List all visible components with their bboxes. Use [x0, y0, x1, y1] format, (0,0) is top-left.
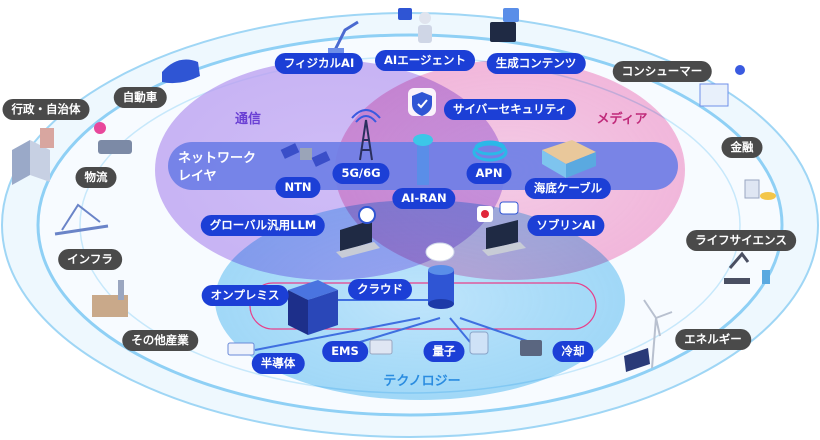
laptop-sovereign-icon — [477, 201, 526, 256]
technology-band — [249, 282, 597, 330]
shopping-icon — [699, 65, 745, 107]
cloud-database-icon — [425, 242, 455, 309]
label-semiconductor: 半導体 — [251, 353, 305, 374]
robot-arm-icon — [328, 20, 359, 54]
label-government: 行政・自治体 — [2, 99, 90, 120]
laptop-llm-icon — [336, 206, 380, 258]
satellite-icon — [280, 143, 331, 167]
label-quantum: 量子 — [423, 341, 465, 362]
label-automotive: 自動車 — [113, 87, 167, 108]
government-building-icon — [12, 128, 54, 185]
label-cloud: クラウド — [348, 279, 412, 300]
bridge-icon — [54, 203, 109, 236]
car-icon — [162, 59, 200, 84]
label-other-industries: その他産業 — [122, 330, 198, 351]
coins-icon — [744, 179, 776, 200]
label-5g6g: 5G/6G — [332, 163, 390, 184]
solar-panel-icon — [624, 348, 650, 372]
ai-ran-tower-icon — [413, 134, 433, 185]
antenna-tower-icon — [351, 109, 381, 161]
label-logistics: 物流 — [75, 167, 117, 188]
label-on-premise: オンプレミス — [201, 285, 289, 306]
label-life-science: ライフサイエンス — [686, 230, 796, 251]
region-technology-label: テクノロジー — [383, 374, 461, 389]
region-communication-label: 通信 — [234, 112, 262, 127]
label-infrastructure: インフラ — [58, 249, 122, 270]
label-cybersecurity: サイバーセキュリティ — [443, 99, 577, 120]
shield-icon — [408, 88, 436, 116]
label-ntn: NTN — [275, 177, 321, 198]
label-finance: 金融 — [721, 137, 763, 158]
label-consumer: コンシューマー — [612, 61, 712, 82]
network-layer-line1: ネットワーク — [178, 151, 257, 166]
region-media-label: メディア — [596, 112, 648, 127]
network-layer-line2: レイヤ — [178, 169, 217, 184]
quantum-icon — [469, 331, 489, 355]
label-ems: EMS — [322, 341, 368, 362]
label-physical-ai: フィジカルAI — [274, 53, 364, 74]
label-submarine-cable: 海底ケーブル — [524, 178, 612, 199]
cooling-icon — [520, 340, 542, 356]
microscope-icon — [724, 251, 770, 284]
submarine-cable-icon — [542, 140, 596, 178]
semiconductor-icon — [227, 342, 255, 356]
humanoid-robot-icon — [398, 8, 432, 43]
content-monitor-icon — [490, 8, 519, 42]
wind-turbine-icon — [643, 299, 673, 369]
label-global-llm: グローバル汎用LLM — [200, 215, 326, 236]
label-ai-agent: AIエージェント — [375, 50, 475, 71]
label-energy: エネルギー — [675, 329, 751, 350]
delivery-truck-icon — [94, 122, 132, 154]
label-generative-content: 生成コンテンツ — [486, 53, 586, 74]
label-sovereign-ai: ソブリンAI — [527, 215, 605, 236]
label-ai-ran: AI-RAN — [392, 188, 456, 209]
fiber-cable-icon — [472, 140, 508, 162]
network-layer-label: ネットワーク レイヤ — [178, 150, 256, 186]
factory-icon — [92, 280, 128, 317]
ems-icon — [369, 339, 393, 355]
label-apn: APN — [466, 163, 512, 184]
label-cooling: 冷却 — [552, 341, 594, 362]
server-rack-icon — [288, 280, 338, 335]
